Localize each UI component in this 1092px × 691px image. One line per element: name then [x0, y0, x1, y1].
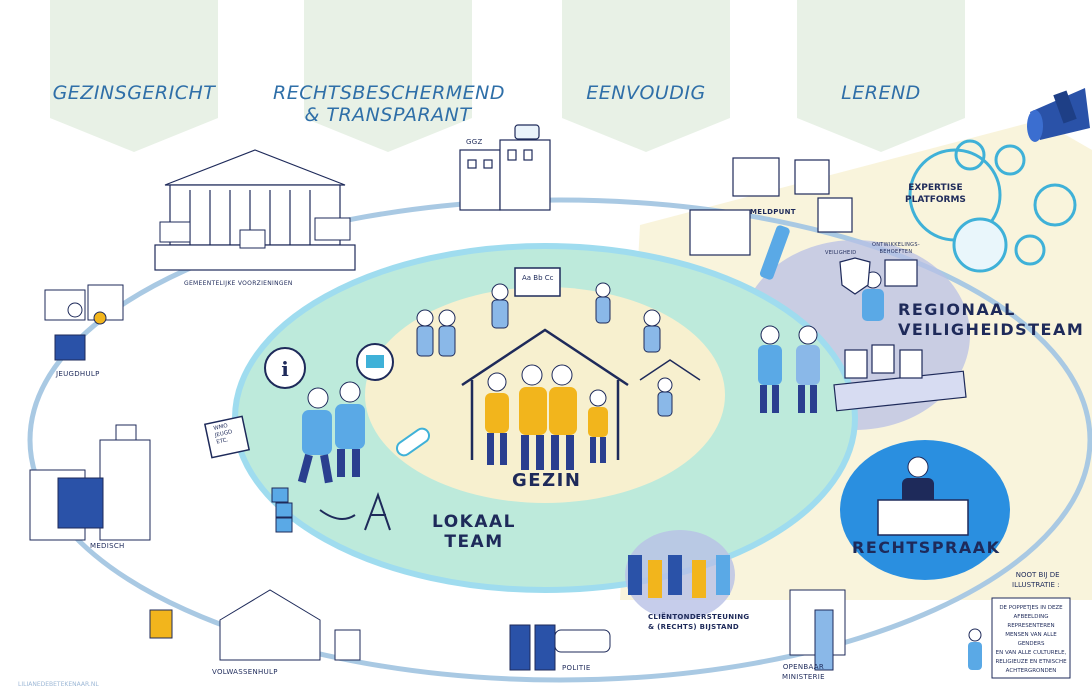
banner-lerend [797, 0, 965, 152]
local-team-workers [297, 381, 365, 484]
banner-eenvoudig [562, 0, 730, 152]
ggz-label: GGZ [466, 138, 483, 146]
puzzle-bubble [356, 343, 394, 381]
medisch-scene [29, 424, 151, 541]
note-box [968, 597, 1071, 679]
judge-figure [877, 456, 969, 536]
jeugdhulp-label: JEUGDHULP [56, 370, 100, 378]
note-title: NOOT BIJ DE ILLUSTRATIE : [1012, 571, 1060, 589]
wmo-book-icon [203, 415, 251, 459]
archive-boxes [833, 344, 967, 412]
medisch-label: MEDISCH [90, 542, 125, 550]
abc-blocks [271, 487, 293, 533]
bandage-icon [395, 427, 431, 457]
regionaal-veiligheidsteam-label: REGIONAAL VEILIGHEIDSTEAM [898, 300, 1085, 339]
clientondersteuning-people [628, 555, 730, 598]
clientondersteuning-label: CLIËNTONDERSTEUNING & (RECHTS) BIJSTAND [648, 613, 750, 631]
note-body: DE POPPETJES IN DEZE AFBEELDING REPRESEN… [995, 605, 1067, 674]
city-hall-building [154, 149, 356, 271]
flashlight-icon [1027, 88, 1090, 142]
development-chart-icon [884, 259, 918, 287]
principle-eenvoudig: EENVOUDIG [586, 82, 706, 104]
lokaal-team-label: LOKAAL TEAM [432, 512, 516, 552]
small-house-outline [639, 359, 701, 381]
gezin-label: GEZIN [512, 470, 582, 491]
expertise-network [908, 139, 1077, 273]
principle-gezinsgericht: GEZINSGERICHT [52, 82, 216, 104]
volwassenhulp-label: VOLWASSENHULP [212, 668, 278, 676]
family-figures [485, 364, 608, 470]
openbaar-ministerie-label: OPENBAAR MINISTERIE [782, 663, 825, 681]
gemeente-scene [159, 217, 351, 249]
info-bubble: i [264, 347, 306, 389]
banner-gezinsgericht [50, 0, 218, 152]
abc-board [514, 267, 561, 297]
principle-lerend: LEREND [841, 82, 921, 104]
veiligheid-label: VEILIGHEID [825, 250, 857, 256]
safety-shield-icon [839, 257, 871, 295]
meldpunt-frames [689, 157, 853, 256]
svg-text:i: i [281, 357, 289, 381]
credit-text: LILIANEDEBETEKENAAR.NL [18, 681, 99, 688]
local-team-people [416, 282, 673, 417]
ggz-building [459, 124, 551, 211]
walker-icon [319, 492, 391, 531]
principle-rechtsbeschermend: RECHTSBESCHERMEND & TRANSPARANT [273, 82, 506, 126]
politie-label: POLITIE [562, 664, 591, 672]
meldpunt-label: MELDPUNT [750, 208, 796, 216]
politie-scene [509, 624, 611, 671]
abc-board-text: Aa Bb Cc [522, 274, 554, 282]
banner-rechtsbeschermend [304, 0, 472, 152]
volwassenhulp-scene [149, 589, 361, 661]
ontwikkeling-label: ONTWIKKELINGS- BEHOEFTEN [872, 242, 920, 255]
hand-tool-icon [759, 225, 790, 280]
om-scene [789, 589, 846, 671]
expertise-platforms-label: EXPERTISE PLATFORMS [905, 183, 966, 205]
regional-team-people [758, 271, 884, 413]
outer-ring [27, 197, 1092, 683]
jeugdhulp-scene [44, 284, 124, 361]
family-house-outline [461, 328, 629, 460]
rechtspraak-label: RECHTSPRAAK [852, 538, 1001, 557]
gemeentelijke-voorzieningen-label: GEMEENTELIJKE VOORZIENINGEN [184, 280, 293, 287]
